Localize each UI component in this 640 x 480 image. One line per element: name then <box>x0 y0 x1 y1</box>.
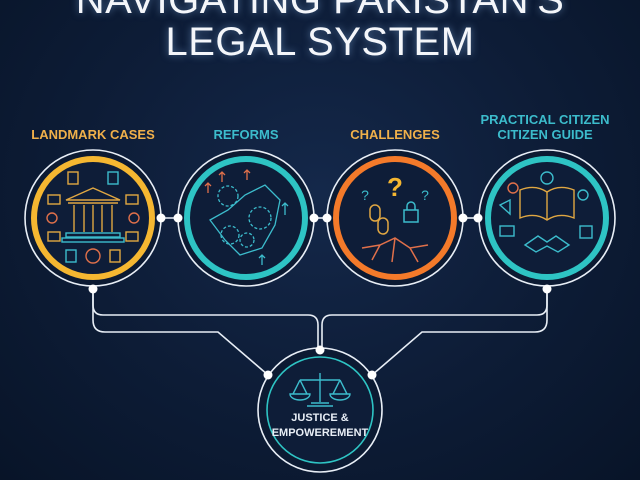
svg-text:?: ? <box>421 187 429 203</box>
svg-text:?: ? <box>387 172 403 202</box>
label-reforms: REFORMS <box>213 127 279 142</box>
connector-dots <box>88 213 552 380</box>
node-landmark-cases <box>24 149 162 287</box>
center-label: JUSTICE & EMPOWEREMENT <box>250 411 390 441</box>
broken-chain-lock-icon: ? ? ? <box>361 172 429 263</box>
connector-left-lower <box>92 289 269 376</box>
center-label-line-1: JUSTICE & <box>291 412 349 424</box>
center-label-line-2: EMPOWEREMENT <box>271 427 369 439</box>
label-challenges: CHALLENGES <box>350 127 440 142</box>
open-book-handshake-icon <box>498 171 593 253</box>
node-challenges: ? ? ? <box>326 149 464 287</box>
connector-right-lower <box>371 289 548 376</box>
node-justice-empowerment <box>257 347 383 473</box>
courthouse-icon <box>46 171 140 264</box>
label-practical-citizen-guide: PRACTICAL CITIZEN CITIZEN GUIDE <box>480 112 610 142</box>
node-reforms <box>177 149 315 287</box>
node-practical-citizen-guide <box>478 149 616 287</box>
title-line-1: NAVIGATING PAKISTAN'S <box>75 0 565 22</box>
gears-map-icon <box>204 169 289 265</box>
connector-left-upper <box>92 289 319 350</box>
scales-of-justice-icon <box>289 373 351 407</box>
svg-text:?: ? <box>361 187 369 203</box>
label-landmark-cases: LANDMARK CASES <box>31 127 155 142</box>
connector-right-upper <box>321 289 548 350</box>
title-line-2: LEGAL SYSTEM <box>165 20 475 64</box>
